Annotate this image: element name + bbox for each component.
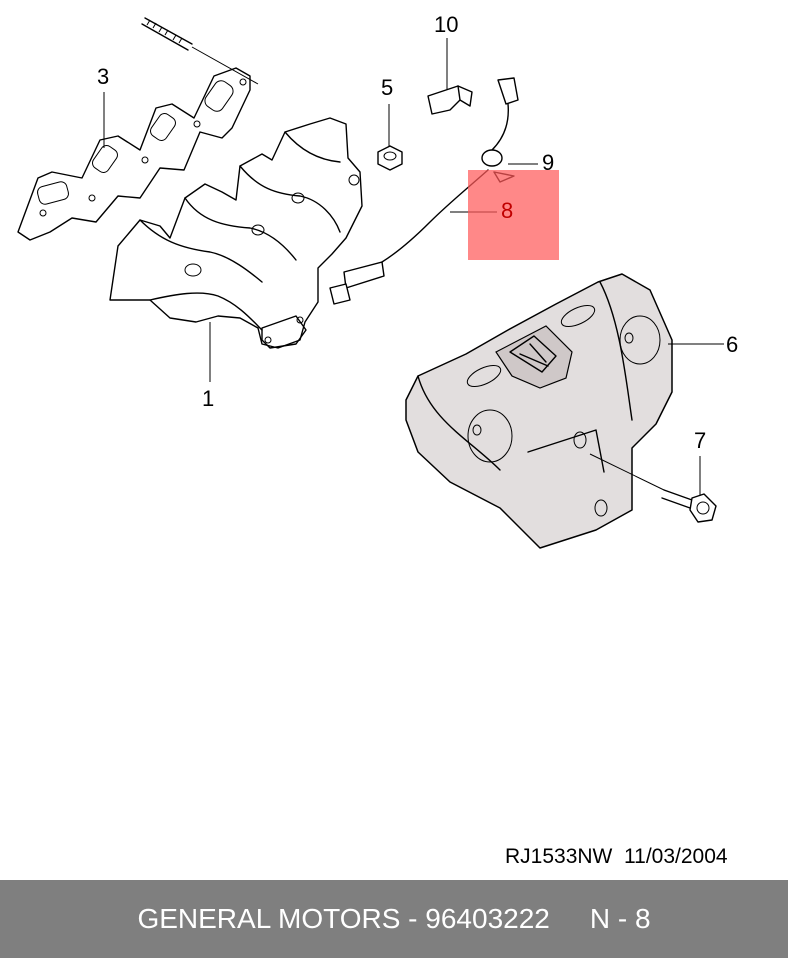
drawing-date: 11/03/2004	[624, 845, 728, 868]
heat-shield-part-6	[405, 273, 673, 549]
footer-part-number: GENERAL MOTORS - 96403222	[137, 903, 550, 934]
footer-page: N - 8	[589, 903, 651, 934]
highlighted-part-area	[468, 170, 559, 260]
stud-bolt	[141, 17, 259, 85]
callout-3: 3	[97, 64, 110, 89]
callout-10: 10	[434, 12, 459, 37]
drawing-reference: RJ1533NW 11/03/2004	[505, 845, 728, 869]
callout-9: 9	[542, 150, 555, 175]
footer-bar: GENERAL MOTORS - 96403222 N - 8	[0, 880, 788, 958]
gasket-part-3	[17, 67, 251, 241]
exhaust-manifold-part-1	[109, 117, 363, 349]
callout-7: 7	[694, 428, 707, 453]
bracket-part-10	[427, 85, 473, 115]
drawing-code: RJ1533NW	[505, 845, 613, 868]
callout-6: 6	[726, 332, 739, 357]
nut-part-5	[377, 145, 403, 171]
callout-5: 5	[381, 75, 394, 100]
callout-8: 8	[501, 198, 514, 223]
callout-1: 1	[202, 386, 215, 411]
exhaust-manifold-diagram	[17, 17, 724, 549]
bolt-part-7	[661, 489, 717, 523]
